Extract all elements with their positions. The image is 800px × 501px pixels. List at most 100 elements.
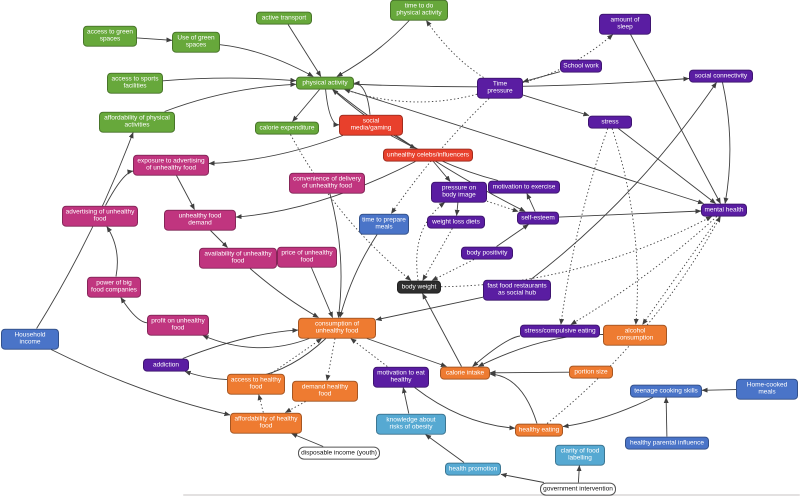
node-time-physical-activity: time to do physical activity xyxy=(390,0,448,21)
edge-time-pressure-to-amount-sleep xyxy=(522,34,614,83)
edge-stress-to-mental-health xyxy=(618,128,716,204)
edge-disposable-income-to-affordability-healthy xyxy=(291,433,324,447)
node-home-cooked: Home-cooked meals xyxy=(736,378,798,400)
edge-unhealthy-food-demand-to-availability-unhealthy xyxy=(210,230,228,248)
edge-body-positivity-to-body-weight xyxy=(431,259,475,281)
edge-body-weight-to-mental-health xyxy=(440,216,712,288)
node-profit-unhealthy: profit on unhealthy food xyxy=(147,314,209,336)
node-knowledge-obesity: knowledge about risks of obesity xyxy=(376,413,446,435)
node-body-positivity: body positivity xyxy=(461,246,513,260)
edge-unhealthy-celebs-to-pressure-body-image xyxy=(433,161,451,182)
edge-social-media-to-exposure-advertising xyxy=(208,135,343,166)
edge-time-pressure-to-stress xyxy=(522,94,590,117)
edge-healthy-eating-to-mental-health xyxy=(546,216,721,424)
node-stress: stress xyxy=(588,115,632,129)
node-household-income: Household income xyxy=(1,328,59,350)
node-unhealthy-food-demand: unhealthy food demand xyxy=(164,209,236,231)
edge-portion-size-to-calorie-intake xyxy=(489,370,570,376)
node-use-green-spaces: Use of green spaces xyxy=(172,31,220,53)
node-affordability-physical: affordability of physical activities xyxy=(99,111,175,133)
node-time-prepare-meals: time to prepare meals xyxy=(359,213,409,235)
edge-knowledge-obesity-to-motivation-eat-healthy xyxy=(401,387,410,414)
node-amount-sleep: amount of sleep xyxy=(599,13,651,35)
node-clarity-labelling: clarity of food labelling xyxy=(555,444,605,466)
node-weight-loss-diets: weight loss diets xyxy=(427,215,485,229)
edge-household-income-to-affordability-healthy xyxy=(50,349,231,417)
edge-teenage-cooking-to-healthy-eating xyxy=(562,397,653,429)
node-alcohol: alcohol consumption xyxy=(603,324,667,346)
node-social-media: social media/gaming xyxy=(339,114,403,136)
edge-affordability-healthy-to-access-healthy xyxy=(257,394,264,413)
node-self-esteem: self-esteem xyxy=(517,211,559,225)
edge-profit-unhealthy-to-power-big-food xyxy=(120,297,148,324)
node-addiction: addiction xyxy=(143,358,189,372)
edge-body-weight-to-pressure-body-image xyxy=(416,202,446,281)
node-body-weight: body weight xyxy=(397,280,441,294)
node-demand-healthy: demand healthy food xyxy=(292,380,358,402)
edge-mental-health-to-alcohol xyxy=(642,216,720,325)
node-mental-health: mental health xyxy=(701,203,747,217)
edge-alcohol-to-calorie-intake xyxy=(477,334,604,367)
edge-calorie-expenditure-to-body-weight xyxy=(290,134,412,281)
bottom-divider xyxy=(183,494,800,496)
edge-motivation-eat-healthy-to-consumption-unhealthy xyxy=(350,338,388,367)
node-convenience-delivery: convenience of delivery of unhealthy foo… xyxy=(289,172,365,194)
edge-access-healthy-to-consumption-unhealthy xyxy=(270,338,323,374)
node-access-healthy: access to healthy food xyxy=(227,373,285,395)
edge-time-prepare-meals-to-consumption-unhealthy xyxy=(338,234,378,318)
node-motivation-exercise: motivation to exercise xyxy=(488,180,560,194)
edge-use-green-spaces-to-physical-activity xyxy=(219,44,314,77)
edge-school-work-to-time-pressure xyxy=(522,71,561,83)
node-healthy-eating: healthy eating xyxy=(515,423,563,437)
edge-self-esteem-to-motivation-exercise xyxy=(526,193,536,212)
edge-self-esteem-to-mental-health xyxy=(558,208,702,218)
edge-amount-sleep-to-mental-health xyxy=(630,34,721,204)
node-pressure-body-image: pressure on body image xyxy=(431,181,487,203)
edge-government-intervention-to-health-promotion xyxy=(500,472,544,483)
node-time-pressure: Time pressure xyxy=(477,77,523,99)
node-school-work: School work xyxy=(560,59,602,73)
node-calorie-intake: calorie intake xyxy=(440,366,490,380)
edge-social-media-to-physical-activity xyxy=(353,80,371,115)
node-portion-size: portion size xyxy=(569,365,613,379)
edge-motivation-eat-healthy-to-healthy-eating xyxy=(414,387,516,431)
edge-time-physical-activity-to-physical-activity xyxy=(336,20,410,77)
edge-physical-activity-to-calorie-expenditure xyxy=(292,89,320,122)
edge-fast-food-hub-to-consumption-unhealthy xyxy=(375,296,484,322)
edge-price-unhealthy-to-consumption-unhealthy xyxy=(310,267,334,318)
node-health-promotion: health promotion xyxy=(445,462,501,476)
edge-consumption-unhealthy-to-profit-unhealthy xyxy=(202,335,310,349)
edge-exposure-advertising-to-unhealthy-food-demand xyxy=(176,175,195,210)
node-fast-food-hub: fast food restaurants as social hub xyxy=(483,279,551,301)
edge-time-pressure-to-time-physical-activity xyxy=(425,20,484,78)
node-calorie-expenditure: calorie expenditure xyxy=(255,121,319,135)
node-unhealthy-celebs: unhealthy celebs/influencers xyxy=(383,148,473,162)
edge-household-income-to-affordability-physical xyxy=(36,132,134,329)
edge-social-connectivity-to-mental-health xyxy=(722,82,731,204)
edge-advertising-unhealthy-to-exposure-advertising xyxy=(105,169,134,206)
node-availability-unhealthy: availability of unhealthy food xyxy=(199,247,277,269)
edge-convenience-delivery-to-consumption-unhealthy xyxy=(329,193,342,318)
edge-pressure-body-image-to-weight-loss-diets xyxy=(454,202,460,216)
node-access-green-spaces: access to green spaces xyxy=(83,25,137,47)
edge-availability-unhealthy-to-consumption-unhealthy xyxy=(249,268,319,318)
edge-affordability-physical-to-physical-activity xyxy=(164,82,297,112)
edge-power-big-food-to-advertising-unhealthy xyxy=(106,226,118,277)
node-access-sports: access to sports facilities xyxy=(107,72,163,94)
edge-home-cooked-to-teenage-cooking xyxy=(701,387,737,393)
edge-mental-health-to-stress-compulsive xyxy=(570,216,718,325)
edge-stress-compulsive-to-calorie-intake xyxy=(472,335,521,367)
edge-healthy-eating-to-calorie-intake xyxy=(489,371,538,424)
edge-consumption-unhealthy-to-demand-healthy xyxy=(325,338,336,381)
node-advertising-unhealthy: advertising of unhealthy food xyxy=(62,205,138,227)
node-government-intervention: government intervention xyxy=(540,482,616,496)
edge-stress-to-stress-compulsive xyxy=(559,128,609,325)
node-motivation-eat-healthy: motivation to eat healthy xyxy=(373,366,429,388)
node-social-connectivity: social connectivity xyxy=(689,69,753,83)
node-teenage-cooking: teenage cooking skills xyxy=(630,384,702,398)
node-physical-activity: physical activity xyxy=(296,76,354,90)
edge-weight-loss-diets-to-body-weight xyxy=(422,228,453,281)
edge-addiction-to-consumption-unhealthy xyxy=(182,327,299,359)
